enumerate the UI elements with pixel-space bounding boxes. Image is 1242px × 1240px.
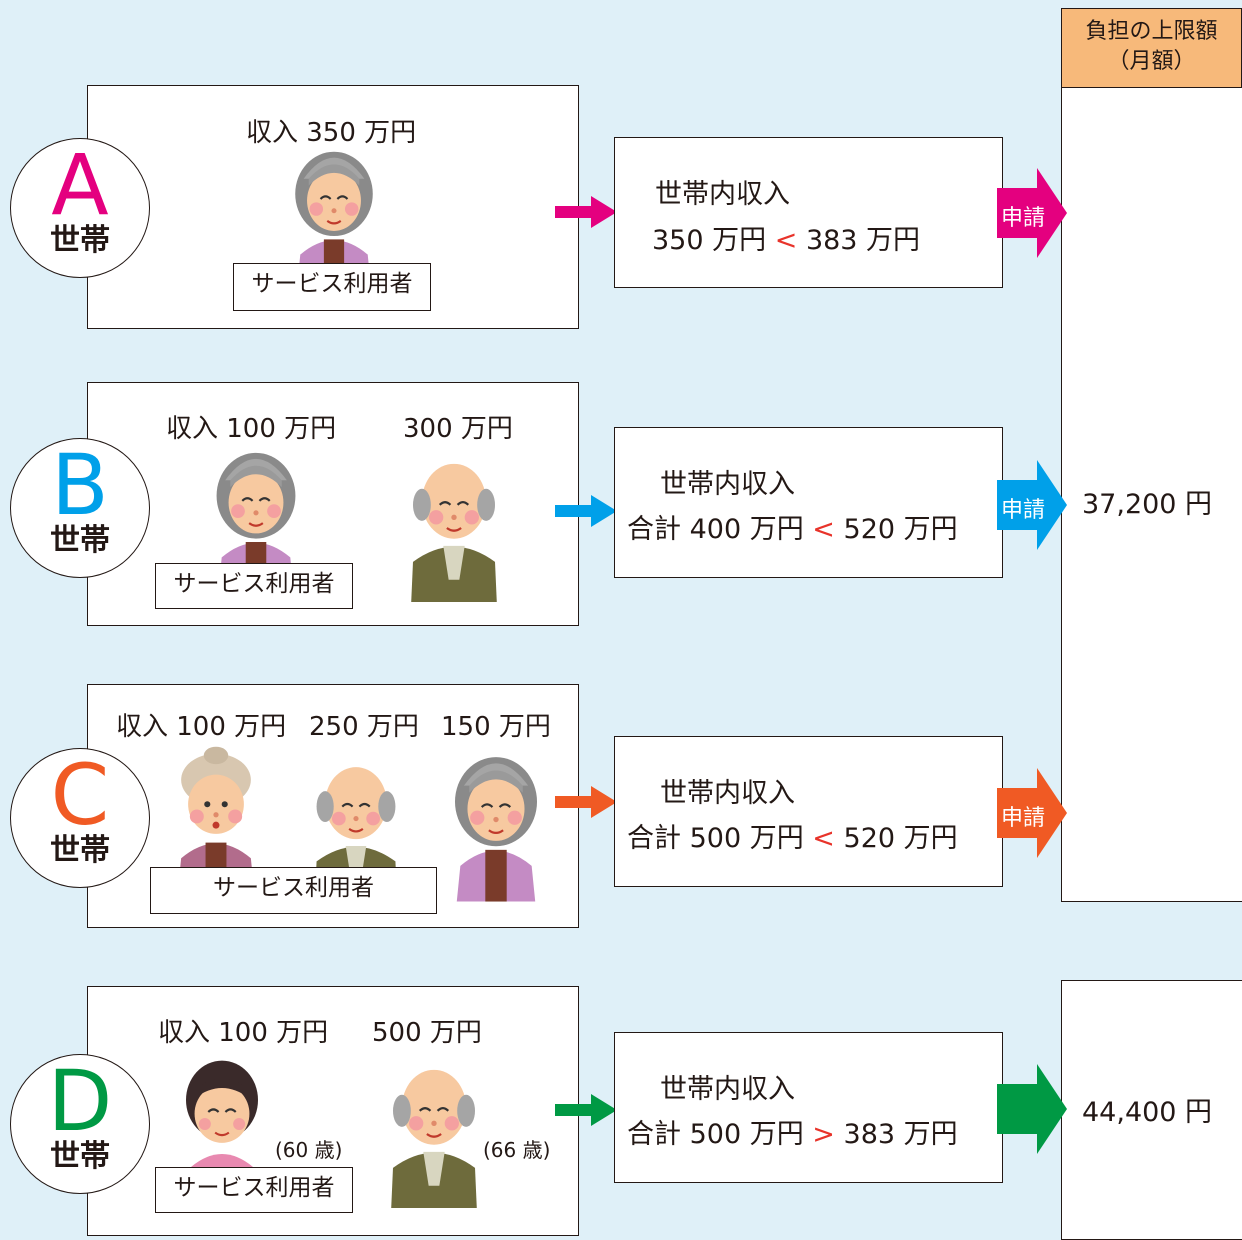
calc-operator: <	[812, 514, 835, 545]
household-d-income-1: 収入 100 万円	[158, 1018, 329, 1048]
apply-label-a: 申請	[1001, 206, 1046, 231]
household-b-income-2: 300 万円	[403, 414, 513, 444]
household-c-income-1: 収入 100 万円	[116, 712, 287, 742]
household-b-income-1: 収入 100 万円	[166, 414, 337, 444]
calc-left: 合計 400 万円	[627, 514, 804, 545]
household-c-income-3: 150 万円	[441, 712, 551, 742]
household-b-setai: 世帯	[50, 523, 110, 558]
calc-operator: >	[812, 1119, 835, 1150]
household-a-calc-expr: 350 万円 < 383 万円	[652, 218, 920, 257]
household-d-income-2: 500 万円	[372, 1018, 482, 1048]
household-c-badge: C 世帯	[10, 746, 150, 888]
household-d-calc-box	[614, 1032, 1003, 1183]
household-a-calc-title: 世帯内収入	[655, 179, 790, 210]
woman-icon	[184, 1059, 260, 1199]
grandma-cap-icon	[177, 746, 255, 894]
household-d-service-user: サービス利用者	[155, 1167, 353, 1213]
limit-header: 負担の上限額 （月額）	[1061, 8, 1242, 88]
household-a-badge: A 世帯	[10, 136, 150, 278]
calc-right: 520 万円	[843, 514, 958, 545]
household-b-letter: B	[51, 436, 109, 534]
calc-left: 合計 500 万円	[627, 823, 804, 854]
limit-header-title: 負担の上限額	[1085, 19, 1218, 44]
grandpa-icon	[313, 766, 399, 902]
household-d-calc-expr: 合計 500 万円 > 383 万円	[627, 1112, 958, 1151]
arrow-a	[555, 196, 617, 228]
arrow-d-large	[997, 1064, 1067, 1154]
household-d-age-2: (66 歳)	[483, 1138, 551, 1162]
household-a-setai: 世帯	[50, 223, 110, 258]
apply-label-b: 申請	[1001, 498, 1046, 523]
calc-left: 合計 500 万円	[627, 1119, 804, 1150]
household-a-calc-box	[614, 137, 1003, 288]
arrow-c	[555, 786, 617, 818]
apply-label-c: 申請	[1001, 806, 1046, 831]
limit-box-d	[1061, 980, 1242, 1240]
household-b-calc-expr: 合計 400 万円 < 520 万円	[627, 507, 958, 546]
limit-header-subtitle: （月額）	[1107, 49, 1196, 74]
calc-right: 383 万円	[805, 225, 921, 256]
household-b-calc-box	[614, 427, 1003, 578]
household-c-service-user: サービス利用者	[150, 867, 437, 914]
household-b-service-user: サービス利用者	[155, 563, 353, 609]
limit-box-abc	[1061, 87, 1242, 902]
calc-right: 383 万円	[843, 1119, 958, 1150]
household-c-setai: 世帯	[50, 833, 110, 868]
calc-right: 520 万円	[843, 823, 958, 854]
household-a-income-1: 収入 350 万円	[246, 118, 417, 148]
household-d-badge: D 世帯	[10, 1052, 150, 1194]
grandma-icon	[453, 756, 539, 903]
grandma-icon	[294, 150, 374, 290]
limit-value-abc: 37,200 円	[1082, 489, 1213, 520]
household-b-calc-title: 世帯内収入	[660, 469, 795, 500]
household-a-service-user: サービス利用者	[233, 263, 431, 311]
grandpa-icon	[410, 462, 498, 604]
household-b-badge: B 世帯	[10, 436, 150, 578]
calc-operator: <	[812, 823, 835, 854]
household-c-calc-title: 世帯内収入	[660, 778, 795, 809]
household-c-letter: C	[50, 746, 110, 844]
household-d-age-1: (60 歳)	[275, 1138, 343, 1162]
limit-value-d: 44,400 円	[1082, 1097, 1213, 1128]
arrow-d	[555, 1094, 617, 1126]
grandpa-icon	[390, 1068, 478, 1210]
calc-operator: <	[774, 225, 798, 256]
household-d-calc-title: 世帯内収入	[660, 1074, 795, 1105]
household-c-calc-expr: 合計 500 万円 < 520 万円	[627, 816, 958, 855]
household-c-calc-box	[614, 736, 1003, 887]
arrow-b	[555, 495, 617, 527]
household-d-letter: D	[47, 1052, 113, 1150]
grandma-icon	[215, 451, 297, 593]
calc-left: 350 万円	[652, 225, 767, 256]
household-d-setai: 世帯	[50, 1139, 110, 1174]
household-a-letter: A	[51, 136, 109, 234]
household-c-income-2: 250 万円	[309, 712, 419, 742]
